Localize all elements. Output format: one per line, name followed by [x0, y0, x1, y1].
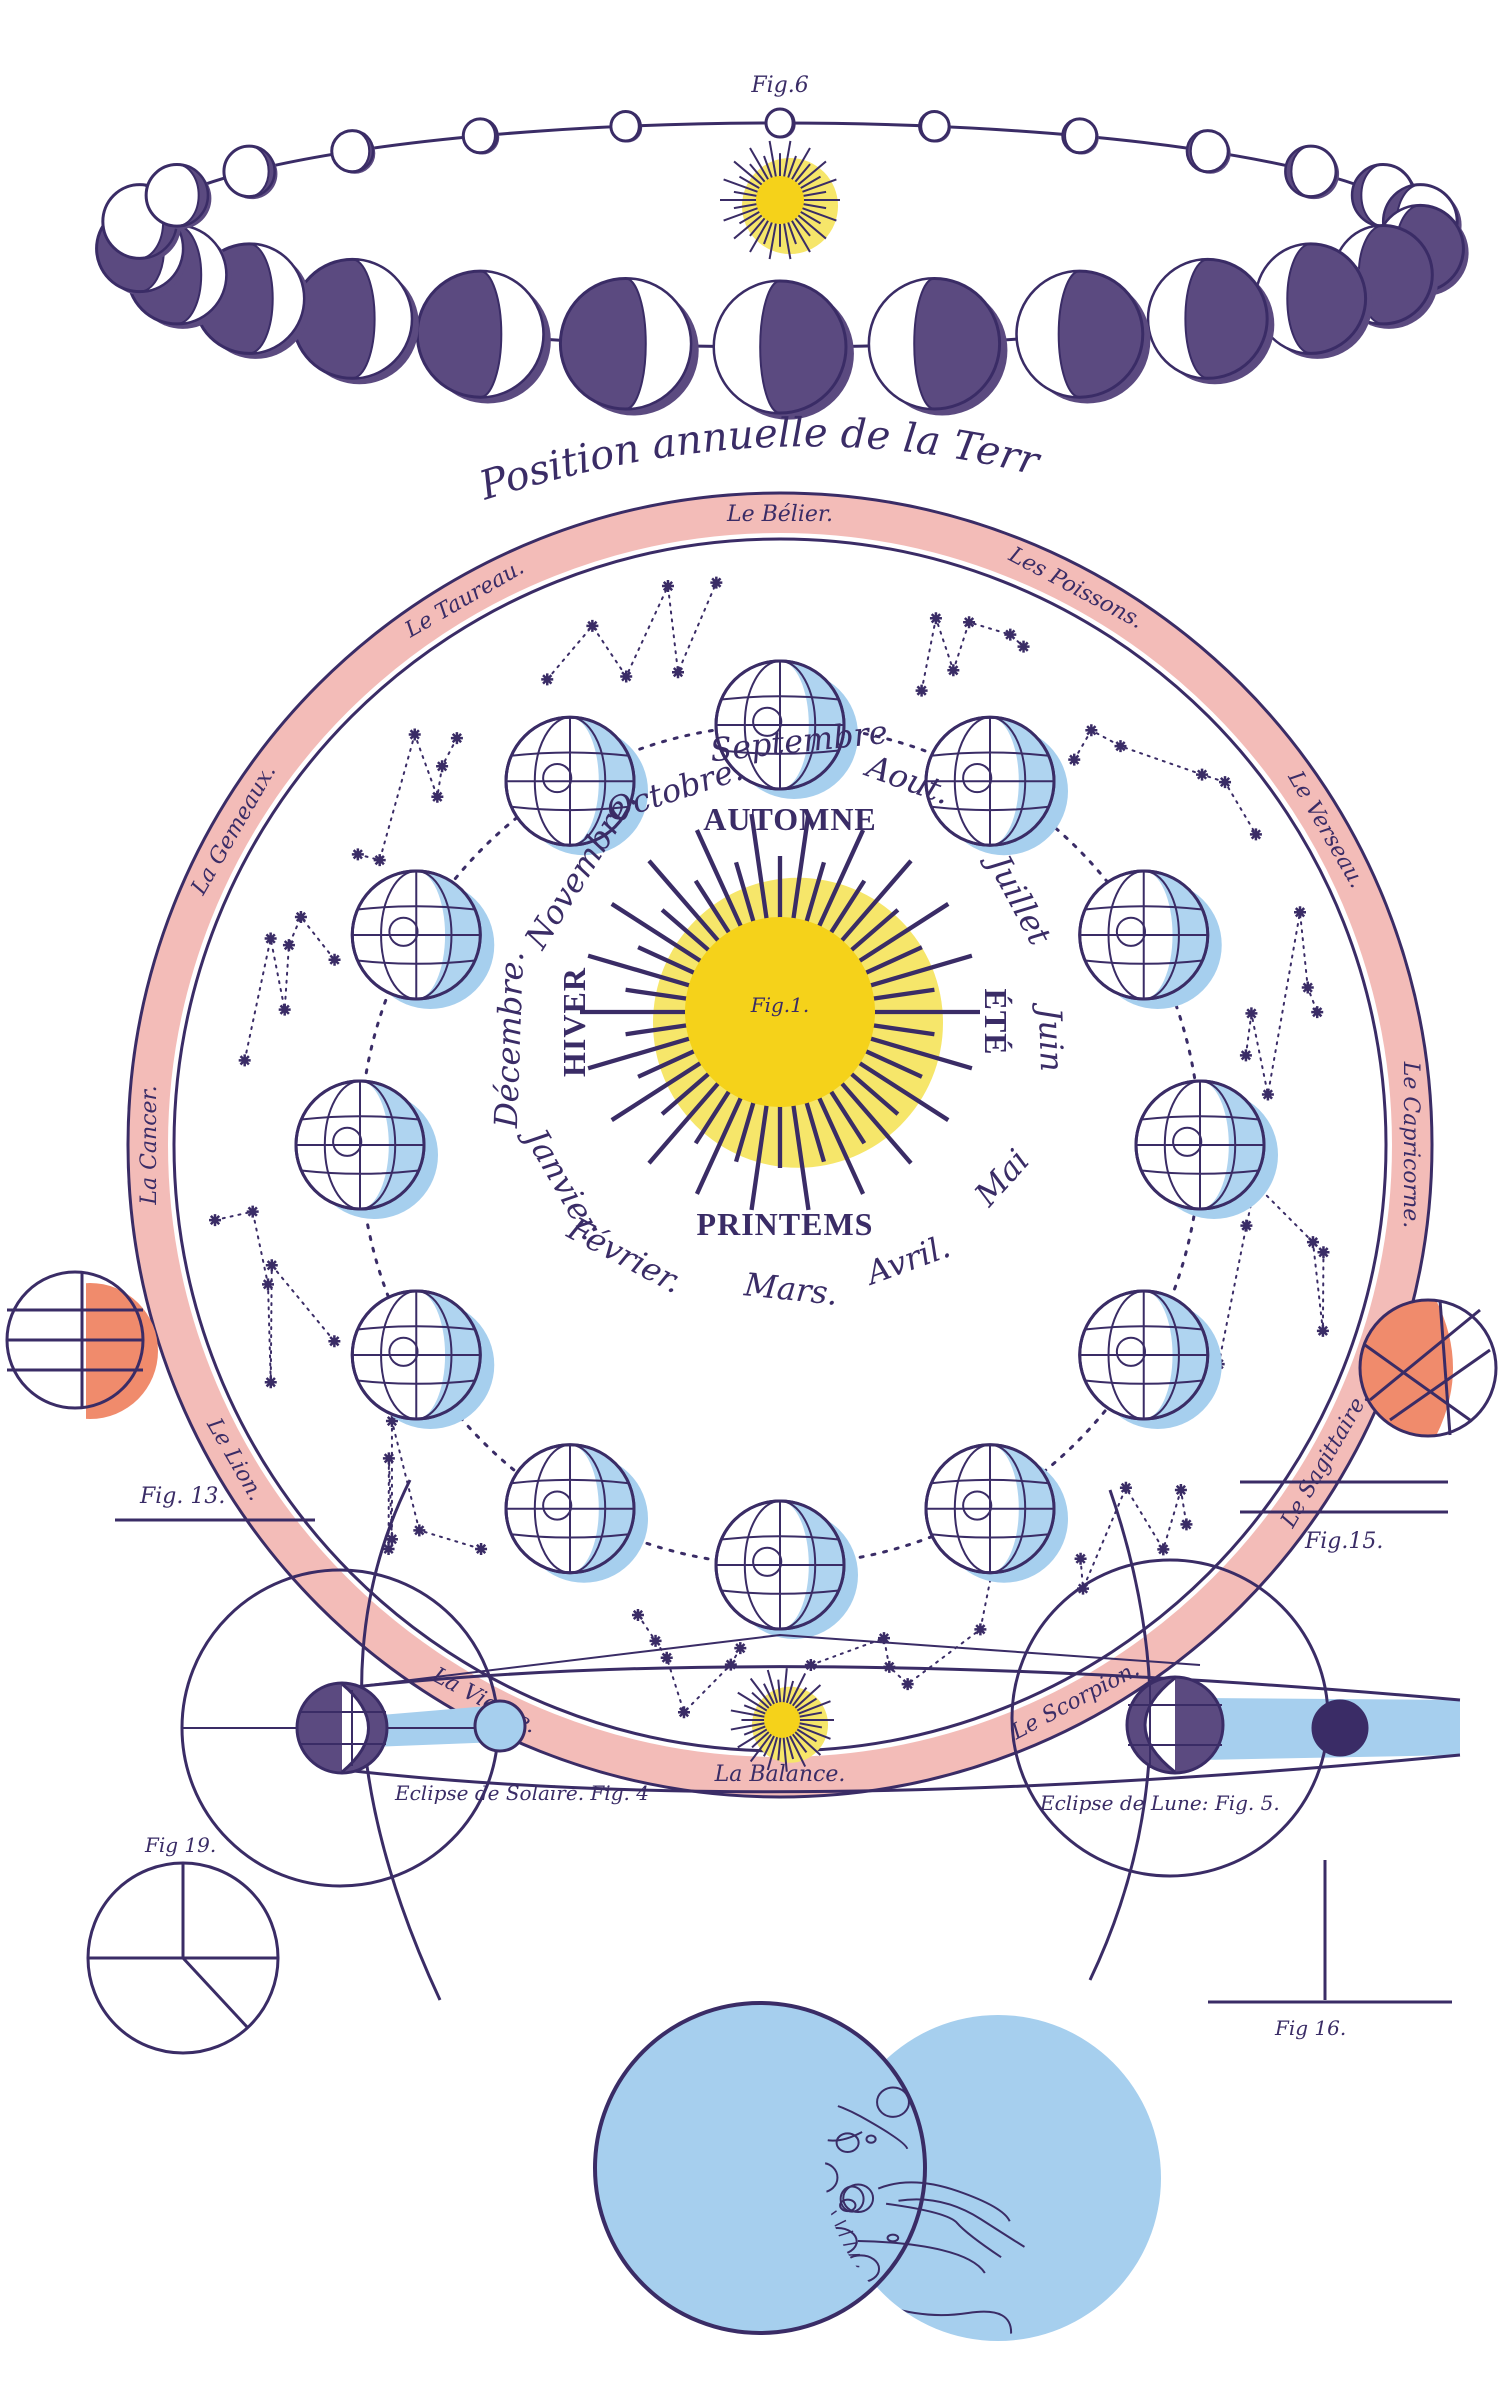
constellation [1074, 1481, 1193, 1595]
constellation [382, 1415, 488, 1555]
season-spring: PRINTEMS [697, 1206, 874, 1242]
zodiac-label-cancer: La Cancer. [137, 1085, 162, 1205]
month-label-juillet: Juillet [978, 843, 1059, 951]
earth-globe [294, 1079, 438, 1219]
fig13-label: Fig. 13. [139, 1484, 225, 1509]
moon-phases [95, 107, 1469, 420]
outer-ring-line-a [126, 491, 1434, 1799]
solar-eclipse-label: Eclipse de Solaire. Fig. 4 [394, 1781, 649, 1805]
fig1-label: Fig.1. [750, 993, 810, 1017]
fig19-circle: Fig 19. [86, 1833, 280, 2055]
constellation [631, 1608, 747, 1719]
season-summer: ÉTÉ [978, 988, 1014, 1055]
earth-globe [504, 715, 648, 856]
zodiac-label-capricorne: Le Capricorne. [1398, 1061, 1423, 1228]
moon-phase [1061, 117, 1099, 155]
constellation [915, 612, 1030, 697]
moon-phase [144, 163, 212, 230]
earth-positions [294, 659, 1278, 1639]
constellation [1068, 724, 1262, 841]
fig15-planet: Fig.15. [1240, 1298, 1500, 1554]
moon-phase [609, 109, 643, 143]
moon-phase [712, 279, 854, 420]
moon-phase [867, 277, 1008, 416]
eclipse-figures: Eclipse de Solaire. Fig. 4 Eclipse de Lu… [180, 1479, 1461, 2001]
month-label-fevrier: Février. [561, 1209, 689, 1301]
zodiac-label-taureau: Le Taureau. [400, 555, 528, 643]
constellation [351, 728, 463, 867]
moon-phase [461, 117, 500, 155]
earth-globe [924, 715, 1068, 856]
moon-phase [415, 269, 551, 404]
earth-globe [1078, 869, 1222, 1009]
fig6-label: Fig.6 [750, 73, 808, 98]
earth-globe [1078, 1289, 1222, 1429]
earth-globe [924, 1443, 1068, 1583]
month-label-mai: Mai [966, 1142, 1036, 1214]
fig16-label: Fig 16. [1274, 2016, 1346, 2040]
moon-phase [918, 109, 951, 143]
moon-phase [1146, 257, 1275, 385]
fig13-planet: Fig. 13. [0, 1270, 315, 1522]
zodiac-label-balance: La Balance. [714, 1762, 846, 1787]
moon-orbit-figure: Fig.6 [95, 73, 1469, 420]
earth-globe [350, 869, 495, 1009]
constellation [541, 576, 723, 686]
fig15-label: Fig.15. [1304, 1529, 1383, 1554]
earth-globe [504, 1443, 648, 1583]
constellation [238, 910, 341, 1067]
constellation [209, 1205, 341, 1389]
month-label-mars: Mars. [742, 1265, 840, 1313]
earth-globe [1134, 1079, 1278, 1219]
moon-phase [1015, 269, 1151, 404]
fig19-label: Fig 19. [144, 1833, 216, 1857]
eclipse-sun-icon [730, 1668, 834, 1772]
top-sun-icon [720, 140, 840, 260]
moon-phase [764, 107, 796, 139]
moon-phase [330, 129, 376, 174]
season-winter: HIVER [556, 967, 592, 1077]
moon-phase [1254, 242, 1373, 359]
zodiac-label-poissons: Les Poissons. [1004, 542, 1148, 634]
moon-phase [222, 144, 278, 200]
zodiac-label-gemeaux: La Gemeaux. [186, 760, 281, 900]
month-label-juin: Juin [1031, 1001, 1071, 1073]
zodiac-label-verseau: Le Verseau. [1282, 766, 1369, 892]
moon-surface-map [593, 2001, 1161, 2341]
constellation [1239, 906, 1324, 1101]
moon-phase [291, 257, 419, 385]
season-autumn: AUTOMNE [703, 801, 877, 837]
zodiac-label-belier: Le Bélier. [726, 502, 833, 527]
fig16-figure: Fig 16. [1208, 1860, 1452, 2040]
central-sun-icon [580, 813, 980, 1211]
earth-globe [714, 1499, 858, 1639]
lunar-eclipse-label: Eclipse de Lune: Fig. 5. [1039, 1791, 1280, 1815]
earth-globe [714, 659, 858, 799]
moon-phase [1185, 129, 1231, 174]
earth-globe [350, 1289, 495, 1429]
moon-phase [558, 277, 699, 416]
moon-phase [1284, 144, 1340, 200]
month-label-decembre: Décembre. [487, 951, 531, 1130]
outer-pink-ring [128, 493, 1432, 1797]
